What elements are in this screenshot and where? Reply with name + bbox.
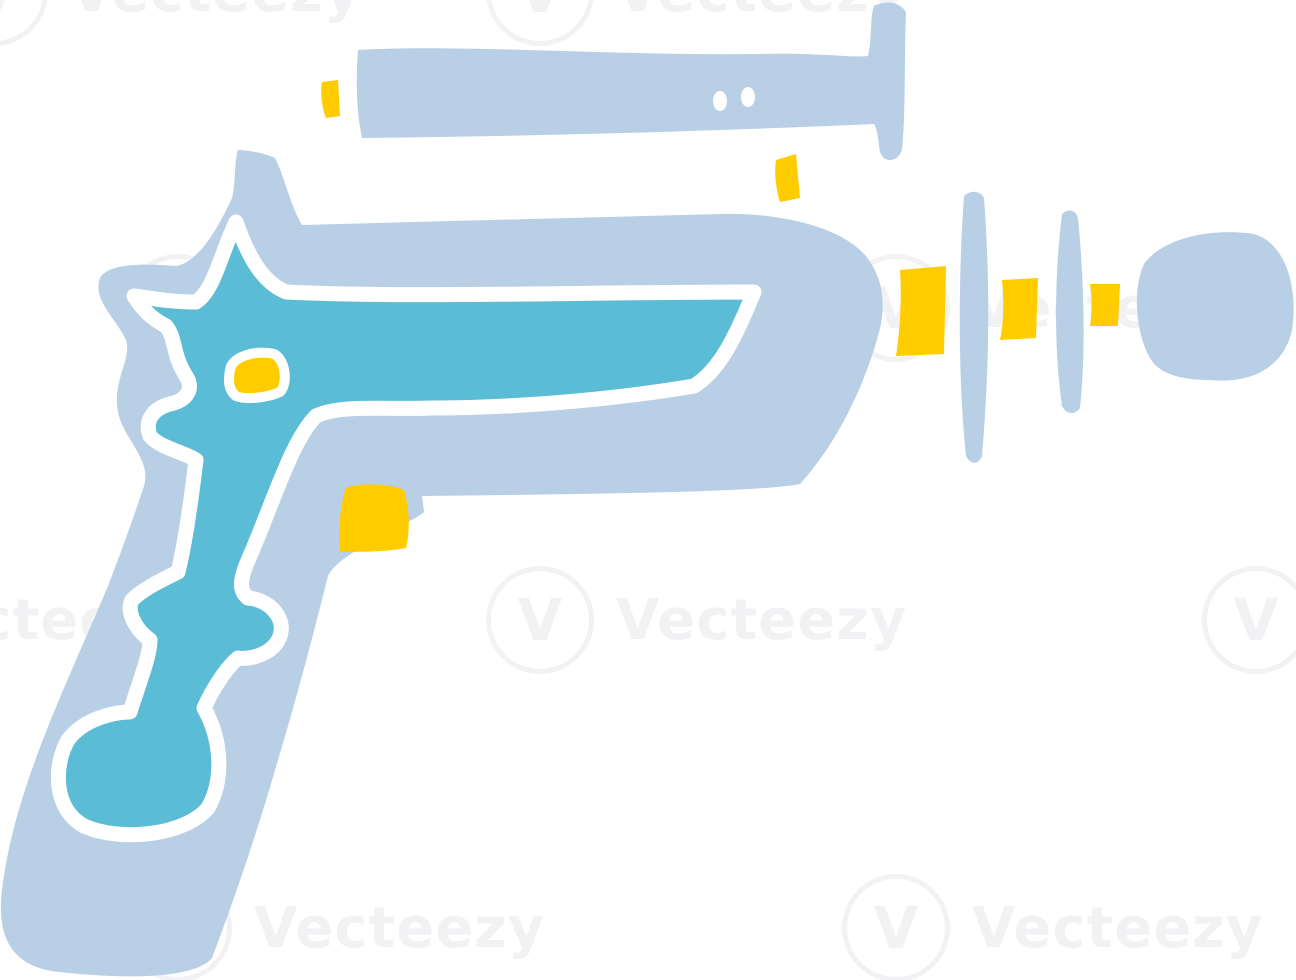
grip-button xyxy=(223,347,290,404)
spark-yellow xyxy=(321,80,340,118)
ray-band-yellow xyxy=(896,266,946,356)
barrel-highlight xyxy=(713,91,727,111)
ray-band-yellow xyxy=(1000,278,1038,340)
ray-band-yellow xyxy=(1090,284,1120,326)
barrel-highlight xyxy=(741,87,755,107)
ray-ring-blue xyxy=(959,191,989,463)
ray-ball-blue xyxy=(1136,232,1294,381)
trigger xyxy=(339,484,409,552)
spark-yellow xyxy=(775,154,800,202)
barrel-top-shape xyxy=(356,2,906,161)
ray-ring-blue xyxy=(1056,210,1084,414)
gun-shadow-shape xyxy=(0,150,883,977)
